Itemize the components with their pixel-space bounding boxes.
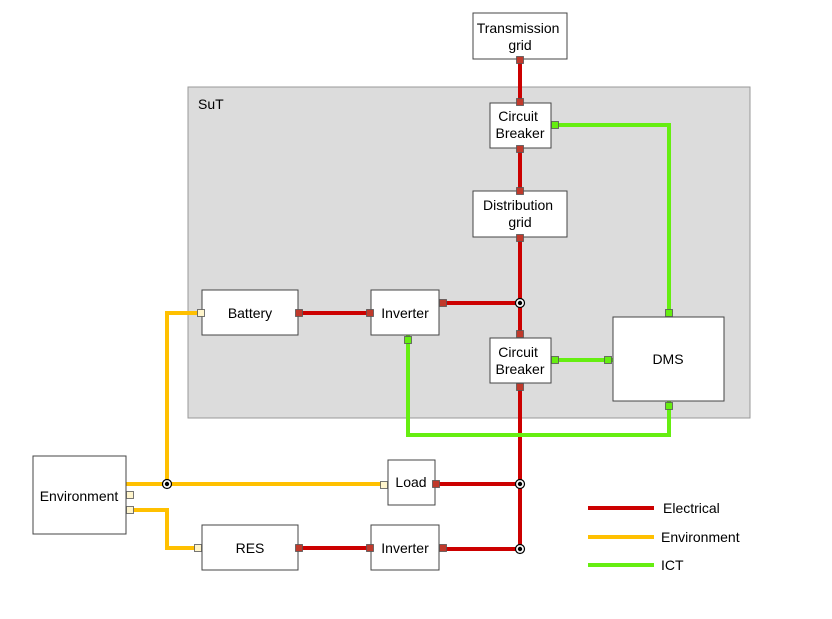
port-battery-right	[295, 309, 303, 317]
circuit-breaker-top-label-line2: Breaker	[495, 125, 544, 141]
connections	[126, 59, 671, 551]
junction-bus-load-dot	[517, 481, 523, 487]
port-load-right	[432, 480, 440, 488]
svg-text:Circuit Breaker: Circuit Breaker	[495, 344, 544, 377]
distribution-grid-label-line2: grid	[508, 214, 531, 230]
transmission-grid-label-line1: Transmission	[477, 20, 560, 36]
inverter-battery-label: Inverter	[381, 305, 429, 321]
port-cb-bottom-right	[551, 356, 559, 364]
junction-environment-dot	[164, 481, 170, 487]
svg-text:Battery: Battery	[228, 305, 272, 321]
inverter-battery-node[interactable]: Inverter	[370, 289, 440, 336]
port-res-left	[194, 544, 202, 552]
legend-electrical-label: Electrical	[663, 500, 720, 516]
junction-bus-inverter-dot	[517, 300, 523, 306]
port-battery-left	[197, 309, 205, 317]
port-distribution-top	[516, 187, 524, 195]
port-inverter-battery-right	[439, 299, 447, 307]
port-inverter-battery-bottom	[404, 336, 412, 344]
link-cb-top-dms	[551, 123, 671, 317]
load-label: Load	[395, 474, 426, 490]
inverter-res-node[interactable]: Inverter	[370, 524, 440, 571]
circuit-breaker-bottom-node[interactable]: Circuit Breaker	[489, 337, 552, 384]
port-environment-right-bottom	[126, 506, 134, 514]
res-label: RES	[236, 540, 265, 556]
svg-text:DMS: DMS	[652, 351, 683, 367]
svg-text:Inverter: Inverter	[381, 540, 429, 556]
port-dms-bottom	[665, 402, 673, 410]
ports	[126, 56, 673, 555]
port-cb-top-right	[551, 121, 559, 129]
svg-text:RES: RES	[236, 540, 265, 556]
environment-label: Environment	[40, 488, 119, 504]
res-node[interactable]: RES	[201, 524, 299, 571]
circuit-breaker-bottom-label-line1: Circuit	[498, 344, 538, 360]
distribution-grid-label-line1: Distribution	[483, 197, 553, 213]
environment-node[interactable]: Environment	[32, 455, 127, 535]
port-inverter-res-right	[439, 544, 447, 552]
svg-text:Transmission grid: Transmission grid	[477, 20, 564, 53]
dms-node[interactable]: DMS	[612, 316, 725, 402]
port-dms-left	[604, 356, 612, 364]
distribution-grid-node[interactable]: Distribution grid	[472, 190, 568, 238]
link-environment-res	[126, 508, 202, 550]
svg-text:Distribution grid: Distribution grid	[483, 197, 557, 230]
port-transmission-bottom	[516, 56, 524, 64]
circuit-breaker-bottom-label-line2: Breaker	[495, 361, 544, 377]
battery-node[interactable]: Battery	[201, 289, 299, 336]
svg-text:Inverter: Inverter	[381, 305, 429, 321]
svg-text:Circuit Breaker: Circuit Breaker	[495, 108, 544, 141]
port-inverter-battery-left	[366, 309, 374, 317]
port-environment-right-top	[126, 491, 134, 499]
battery-label: Battery	[228, 305, 272, 321]
link-environment-battery	[126, 311, 202, 486]
port-cb-top-top	[516, 98, 524, 106]
dms-label: DMS	[652, 351, 683, 367]
legend-environment-label: Environment	[661, 529, 740, 545]
port-cb-bottom-bottom	[516, 383, 524, 391]
legend-ict-label: ICT	[661, 557, 684, 573]
transmission-grid-label-line2: grid	[508, 37, 531, 53]
port-res-right	[295, 544, 303, 552]
link-inverter-dms	[406, 335, 671, 437]
port-dms-top	[665, 309, 673, 317]
circuit-breaker-top-node[interactable]: Circuit Breaker	[489, 102, 552, 149]
svg-text:Load: Load	[395, 474, 426, 490]
port-load-left	[380, 481, 388, 489]
junction-bus-res-dot	[517, 546, 523, 552]
load-node[interactable]: Load	[387, 459, 436, 506]
inverter-res-label: Inverter	[381, 540, 429, 556]
circuit-breaker-top-label-line1: Circuit	[498, 108, 538, 124]
port-distribution-bottom	[516, 234, 524, 242]
svg-text:Environment: Environment	[40, 488, 119, 504]
legend: Electrical Environment ICT	[588, 500, 740, 573]
port-inverter-res-left	[366, 544, 374, 552]
transmission-grid-node[interactable]: Transmission grid	[472, 12, 568, 60]
port-cb-top-bottom	[516, 145, 524, 153]
port-cb-bottom-top	[516, 330, 524, 338]
sut-region-label: SuT	[198, 96, 224, 112]
